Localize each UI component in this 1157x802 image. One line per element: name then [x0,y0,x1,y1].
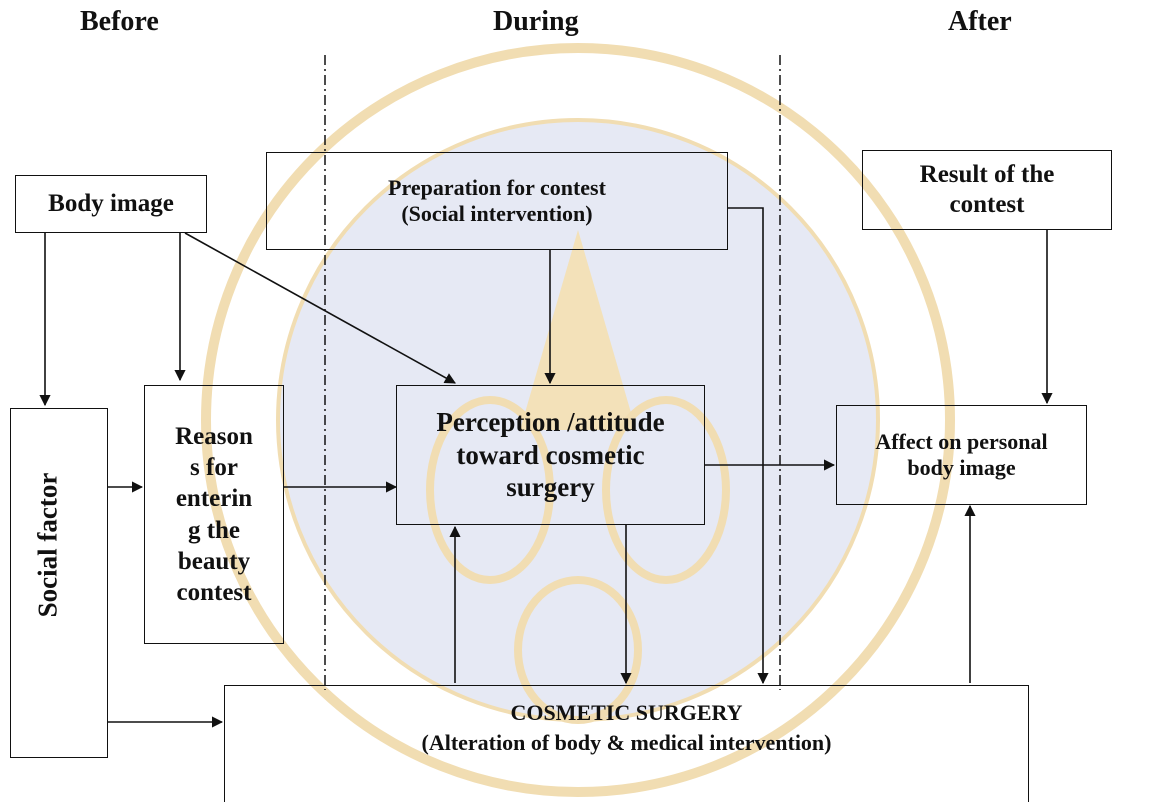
phase-title-during: During [493,6,579,37]
box-perception: Perception /attitude toward cosmetic sur… [396,385,705,525]
watermark-flame-left [426,396,554,584]
box-preparation: Preparation for contest (Social interven… [266,152,728,250]
box-social-factor [10,408,108,758]
box-perception-line3: surgery [506,472,595,503]
box-reasons-line6: contest [176,579,252,606]
box-reasons-line1: Reason [175,422,253,450]
box-affect: Affect on personal body image [836,405,1087,505]
watermark-loop [514,576,642,724]
box-cosmetic-surgery: COSMETIC SURGERY (Alteration of body & m… [224,685,1029,802]
box-body-image-label: Body image [48,190,174,217]
box-reasons-line2: s for [190,454,238,481]
box-preparation-line1: Preparation for contest [388,174,606,200]
box-perception-line2: toward cosmetic [456,439,645,470]
phase-title-before: Before [80,6,159,37]
box-cosmetic-surgery-subtitle: (Alteration of body & medical interventi… [421,730,832,756]
watermark-flame-right [602,396,730,584]
box-social-factor-label: Social factor [32,472,63,618]
box-result-line2: contest [949,191,1025,218]
box-reasons-line3: enterin [175,485,253,513]
watermark-outer-ring [201,43,955,797]
box-affect-line1: Affect on personal [875,428,1048,454]
box-result-line1: Result of the [919,161,1055,188]
box-cosmetic-surgery-title: COSMETIC SURGERY [510,700,743,725]
arrow-preparation-to-cosmetic [728,207,769,685]
box-body-image: Body image [15,175,207,233]
box-result: Result of the contest [862,150,1112,230]
box-perception-line1: Perception /attitude [436,407,665,438]
box-preparation-line2: (Social intervention) [401,201,593,226]
box-reasons: Reason s for enterin g the beauty contes… [144,385,284,644]
box-reasons-line4: g the [187,516,241,544]
phase-title-after: After [948,6,1012,37]
arrow-bodyimage-to-perception [184,232,456,384]
box-affect-line2: body image [907,455,1016,480]
box-reasons-line5: beauty [177,547,251,575]
